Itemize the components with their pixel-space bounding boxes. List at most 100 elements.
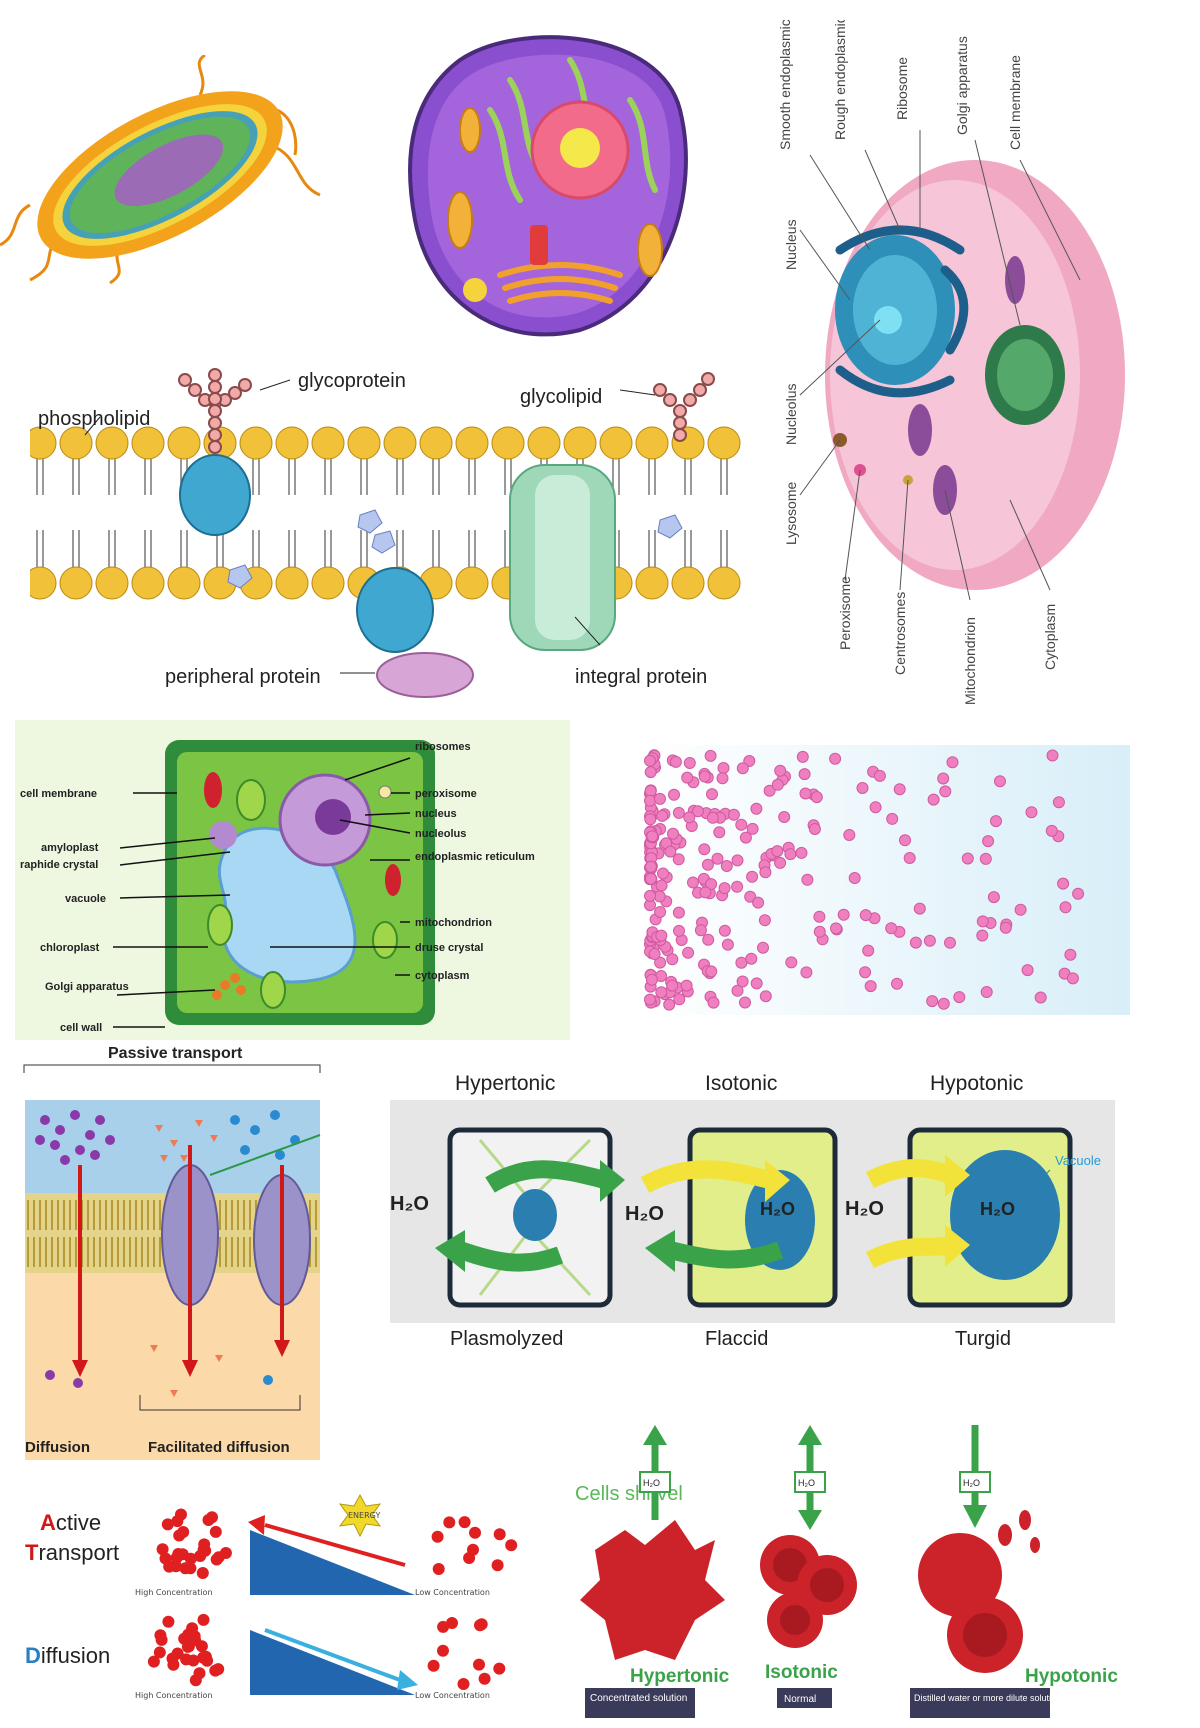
water-arrow-isotonic: H₂O <box>794 1425 826 1530</box>
water-arrow-hypotonic: H₂O <box>959 1425 991 1528</box>
particle <box>645 973 658 986</box>
label-mitochondrion: Mitochondrion <box>962 617 978 705</box>
label-amyloplast: amyloplast <box>41 842 99 854</box>
solute-particle-blue <box>263 1375 273 1385</box>
solute-particle-orange <box>170 1390 178 1397</box>
particle <box>1045 824 1058 837</box>
particle <box>946 756 959 769</box>
particle <box>707 996 720 1009</box>
label-nucleolus: Nucleolus <box>783 384 799 445</box>
particle <box>736 975 749 988</box>
concentration-particle <box>173 1529 186 1542</box>
particle <box>758 914 771 927</box>
phospholipid-head <box>131 426 165 460</box>
particle <box>717 762 730 774</box>
particle <box>654 906 667 918</box>
particle <box>979 852 992 865</box>
concentration-particle <box>196 1567 209 1579</box>
particle <box>713 826 726 839</box>
globular-protein <box>179 454 251 536</box>
particle <box>664 845 677 858</box>
phospholipid-head <box>707 426 741 460</box>
particle <box>673 924 685 937</box>
label-isotonic-blood: Isotonic <box>765 1662 838 1683</box>
phospholipid-head <box>527 426 561 460</box>
particle <box>1025 806 1038 819</box>
phospholipid-head <box>95 426 129 460</box>
phospholipid-head <box>671 566 705 600</box>
active-rest: ctive <box>56 1510 101 1535</box>
water-box-1: H₂O <box>643 1478 660 1488</box>
solute-particle-orange <box>215 1355 223 1362</box>
particle <box>706 811 719 824</box>
particle <box>927 793 940 806</box>
concentration-particle <box>197 1651 210 1664</box>
channel-protein-lower <box>356 567 434 653</box>
label-glycolipid: glycolipid <box>520 386 602 408</box>
particle <box>644 766 657 779</box>
phospholipid-head <box>491 426 525 460</box>
particle <box>667 827 679 840</box>
diffusion-first-letter: D <box>25 1643 41 1668</box>
phospholipid-head <box>275 426 309 460</box>
particle <box>727 808 740 821</box>
particle <box>771 778 784 791</box>
label-peripheral-protein: peripheral protein <box>165 666 321 688</box>
particle <box>683 811 696 824</box>
particle <box>899 834 911 847</box>
particle <box>937 997 950 1010</box>
plant-cell-peroxisome <box>378 785 392 799</box>
water-label-1: H₂O <box>390 1193 429 1215</box>
solute-purple <box>35 1110 300 1397</box>
particle <box>663 998 676 1011</box>
concentration-particle <box>474 1619 486 1632</box>
particle <box>716 772 729 785</box>
concentration-particle <box>493 1662 506 1675</box>
particle <box>987 891 1000 904</box>
water-label-4: H₂O <box>845 1198 884 1220</box>
solute-particle-blue <box>240 1145 250 1155</box>
label-druse-crystal: druse crystal <box>415 942 483 954</box>
particle <box>785 956 798 969</box>
particle <box>994 775 1006 788</box>
diffusing-particles <box>644 749 1085 1011</box>
particle <box>873 769 886 782</box>
phospholipid-head <box>455 566 489 600</box>
concentration-particle <box>187 1654 200 1667</box>
diffusion-gradient-illustration <box>640 745 1130 1015</box>
particle <box>1072 887 1085 900</box>
swollen-cell-1 <box>918 1533 1002 1617</box>
solute-particle-orange <box>180 1155 188 1162</box>
label-peroxisome: Peroxisome <box>837 576 853 650</box>
particle <box>837 908 850 921</box>
particle <box>759 990 772 1003</box>
phospholipid-head <box>30 426 57 460</box>
particle <box>999 921 1012 934</box>
phospholipid-head <box>455 426 489 460</box>
phospholipid-head <box>30 566 57 600</box>
particle <box>699 886 712 899</box>
phospholipid-head <box>311 426 345 460</box>
low-concentration-particles-active <box>431 1516 518 1575</box>
label-hypertonic-blood: Hypertonic <box>630 1666 730 1687</box>
label-glycoprotein: glycoprotein <box>298 370 406 392</box>
particle <box>980 986 993 998</box>
particle <box>937 772 950 785</box>
svg-text:Transport: Transport <box>25 1540 119 1565</box>
header-hypertonic: Hypertonic <box>455 1072 555 1095</box>
particle <box>644 794 656 807</box>
solute-particle-orange <box>160 1155 168 1162</box>
particle <box>801 873 814 886</box>
solute-particle-orange <box>170 1140 178 1147</box>
particle <box>731 984 744 997</box>
concentration-particle <box>427 1659 440 1672</box>
particle <box>893 783 906 796</box>
particle <box>706 788 718 801</box>
particle <box>682 946 695 959</box>
particle <box>1064 948 1077 961</box>
particle <box>736 762 749 775</box>
particle <box>939 785 952 798</box>
particle <box>796 750 809 763</box>
particle <box>698 843 711 856</box>
particle <box>739 831 752 844</box>
